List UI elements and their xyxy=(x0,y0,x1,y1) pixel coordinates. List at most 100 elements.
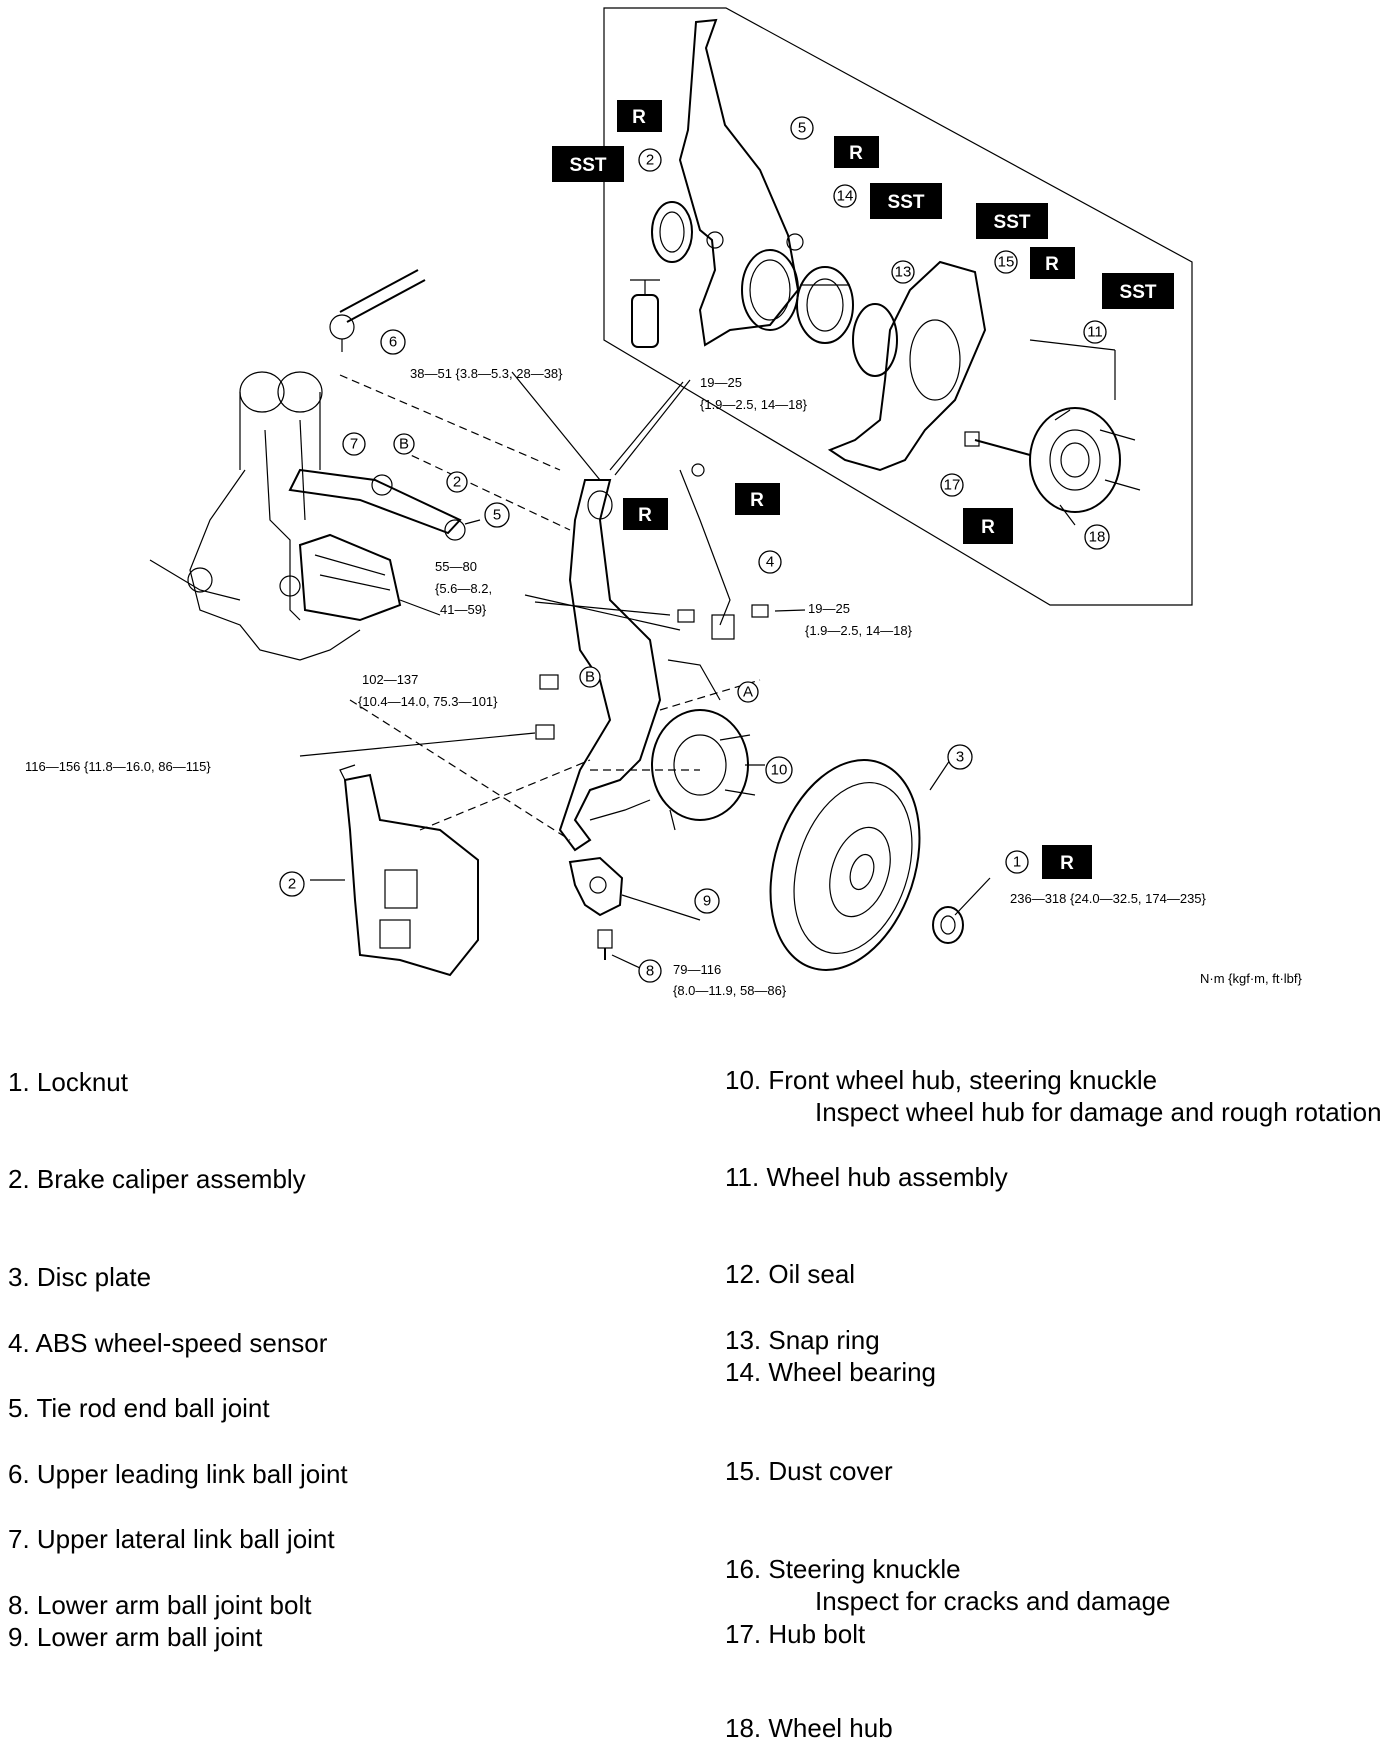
drive-shaft-boot xyxy=(298,533,441,622)
svg-text:SST: SST xyxy=(888,192,925,213)
svg-text:7: 7 xyxy=(350,436,358,453)
svg-text:10: 10 xyxy=(771,762,788,779)
callout-5: 5 xyxy=(790,116,814,140)
torque-spec: {5.6—8.2, xyxy=(435,581,492,596)
legend-item: 15. Dust cover xyxy=(725,1456,893,1486)
svg-text:4: 4 xyxy=(766,554,774,571)
legend-item: 10. Front wheel hub, steering knuckle In… xyxy=(725,1064,1385,1128)
callout-8: 8 xyxy=(638,959,662,983)
svg-text:3: 3 xyxy=(956,749,964,766)
callout-11: 11 xyxy=(1083,320,1107,344)
brake-disc xyxy=(769,759,921,971)
svg-text:17: 17 xyxy=(944,477,961,494)
svg-text:15: 15 xyxy=(998,254,1015,271)
svg-text:SST: SST xyxy=(994,212,1031,233)
svg-text:14: 14 xyxy=(837,188,854,205)
callout-7: 7 xyxy=(342,432,366,456)
legend-item: 7. Upper lateral link ball joint xyxy=(8,1524,335,1554)
brake-caliper xyxy=(339,764,479,977)
main-steering-knuckle xyxy=(558,479,662,852)
legend-item: 14. Wheel bearing xyxy=(725,1357,937,1387)
alignment-lines xyxy=(339,374,761,841)
inset-dust-cover xyxy=(827,260,987,472)
torque-spec: 102—137 xyxy=(362,672,418,687)
badge-sst: SST xyxy=(870,183,942,219)
legend-item: 9. Lower arm ball joint xyxy=(8,1622,263,1652)
svg-text:R: R xyxy=(981,517,995,538)
badge-r: R xyxy=(1030,247,1075,279)
inset-wheel-hub xyxy=(1029,407,1141,526)
ball-joint-bolt xyxy=(597,929,613,960)
callout-2: 2 xyxy=(279,871,305,897)
svg-text:5: 5 xyxy=(493,507,501,524)
legend-item: 5. Tie rod end ball joint xyxy=(8,1393,270,1423)
badge-r: R xyxy=(1042,845,1092,879)
torque-spec: 41—59} xyxy=(440,602,487,617)
svg-text:B: B xyxy=(399,436,409,453)
inset-wheel-bearing xyxy=(796,266,854,344)
svg-text:2: 2 xyxy=(646,152,654,169)
torque-spec: 236—318 {24.0—32.5, 174—235} xyxy=(1010,891,1207,906)
svg-text:SST: SST xyxy=(570,155,607,176)
legend-item: 12. Oil seal xyxy=(725,1259,856,1289)
svg-text:11: 11 xyxy=(1087,324,1103,341)
locknut xyxy=(932,906,964,944)
torque-spec: 55—80 xyxy=(435,559,477,574)
inset-steering-knuckle xyxy=(678,18,804,347)
callout-5: 5 xyxy=(484,502,510,528)
legend-item: 18. Wheel hub xyxy=(725,1713,893,1743)
torque-spec: {8.0—11.9, 58—86} xyxy=(673,983,787,998)
badge-sst: SST xyxy=(976,203,1048,239)
svg-text:SST: SST xyxy=(1120,282,1157,303)
svg-text:2: 2 xyxy=(288,876,296,893)
callout-6: 6 xyxy=(380,329,406,355)
main-wheel-hub xyxy=(651,709,756,831)
svg-text:1: 1 xyxy=(1013,854,1021,871)
legend-item-note: Inspect for cracks and damage xyxy=(815,1586,1171,1616)
badge-r: R xyxy=(617,100,662,132)
suspension-assembly xyxy=(149,371,361,661)
legend-item-title: 16. Steering knuckle xyxy=(725,1554,961,1584)
svg-text:R: R xyxy=(1060,853,1074,874)
main-dust-cover xyxy=(589,659,721,821)
svg-text:R: R xyxy=(638,505,652,526)
callout-14: 14 xyxy=(833,184,857,208)
badge-r: R xyxy=(963,508,1013,544)
callout-3: 3 xyxy=(947,744,973,770)
legend-item: 16. Steering knuckle Inspect for cracks … xyxy=(725,1553,1171,1617)
small-bolts xyxy=(535,604,769,740)
legend-item-title: 10. Front wheel hub, steering knuckle xyxy=(725,1065,1158,1095)
legend-item: 8. Lower arm ball joint bolt xyxy=(8,1590,312,1620)
callout-4: 4 xyxy=(758,550,782,574)
callout-a: A xyxy=(737,681,759,703)
lower-ball-joint xyxy=(568,856,624,917)
inset-frame xyxy=(603,7,1193,606)
legend-item: 2. Brake caliper assembly xyxy=(8,1164,306,1194)
exploded-parts-diagram: R SST R SST SST R SST R R R R 1 2 2 2 3 … xyxy=(25,7,1303,998)
torque-spec: {1.9—2.5, 14—18} xyxy=(805,623,913,638)
callout-13: 13 xyxy=(891,260,915,284)
callout-1: 1 xyxy=(1005,850,1029,874)
legend-item: 1. Locknut xyxy=(8,1067,128,1097)
svg-text:R: R xyxy=(750,490,764,511)
inset-oil-seal xyxy=(651,201,693,263)
svg-text:9: 9 xyxy=(703,893,711,910)
badge-r: R xyxy=(623,498,668,530)
inset-grease-tube xyxy=(630,279,660,348)
svg-text:R: R xyxy=(849,143,863,164)
torque-units: N·m {kgf·m, ft·lbf} xyxy=(1200,971,1303,986)
badge-r: R xyxy=(735,483,780,515)
badge-r: R xyxy=(834,136,879,168)
torque-spec: 38—51 {3.8—5.3, 28—38} xyxy=(410,366,563,381)
svg-text:A: A xyxy=(743,684,753,701)
torque-spec: {10.4—14.0, 75.3—101} xyxy=(358,694,498,709)
callout-10: 10 xyxy=(765,756,793,784)
legend-item-note: Inspect wheel hub for damage and rough r… xyxy=(815,1097,1382,1127)
legend-item: 4. ABS wheel-speed sensor xyxy=(8,1328,328,1358)
callout-b: B xyxy=(393,433,415,455)
inset-snap-ring xyxy=(852,303,898,377)
svg-text:R: R xyxy=(632,107,646,128)
svg-text:R: R xyxy=(1045,254,1059,275)
lateral-link xyxy=(288,468,466,541)
leader-lines xyxy=(299,371,991,976)
